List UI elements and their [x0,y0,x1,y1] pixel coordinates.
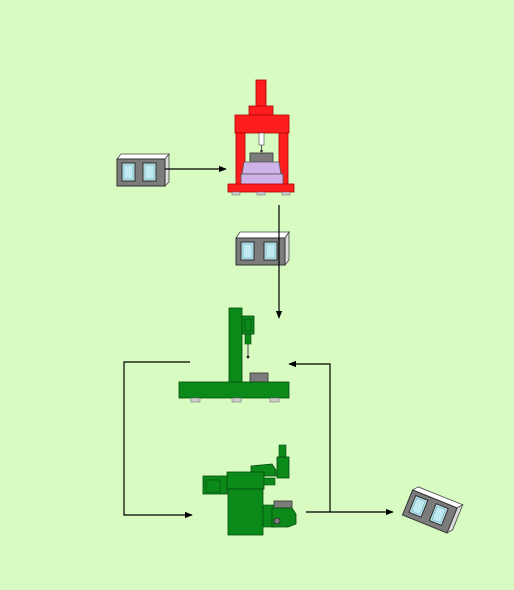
arrow-drill-to-lathe [123,361,193,519]
lathe-icon [202,444,297,536]
press-icon [227,79,295,196]
finished-block-icon [401,486,464,534]
pressed-block-icon [235,230,290,267]
arrow-lathe-to-drill [288,360,331,512]
blank-block-icon [116,152,170,187]
drill-icon [178,307,290,403]
